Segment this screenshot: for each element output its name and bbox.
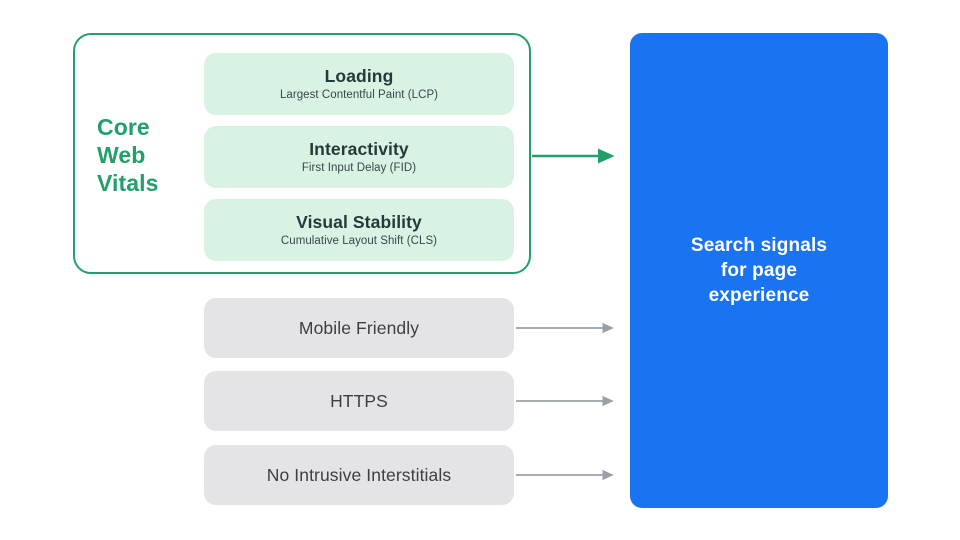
metric-card-interactivity[interactable]: Interactivity First Input Delay (FID) — [204, 126, 514, 188]
core-web-vitals-group-label: Core Web Vitals — [97, 113, 185, 197]
core-web-vitals-label-line-1: Core — [97, 114, 150, 140]
metric-subtitle: First Input Delay (FID) — [301, 161, 417, 174]
signal-card-mobile-friendly[interactable]: Mobile Friendly — [204, 298, 514, 358]
signal-card-no-intrusive-interstitials[interactable]: No Intrusive Interstitials — [204, 445, 514, 505]
metric-subtitle: Largest Contentful Paint (LCP) — [279, 88, 439, 101]
signal-card-https[interactable]: HTTPS — [204, 371, 514, 431]
signal-label: Mobile Friendly — [298, 317, 420, 338]
output-panel-text: Search signals for page experience — [690, 235, 828, 306]
signal-label: No Intrusive Interstitials — [266, 464, 452, 485]
metric-subtitle: Cumulative Layout Shift (CLS) — [280, 234, 438, 247]
metric-title: Visual Stability — [296, 211, 422, 232]
metric-card-visual-stability[interactable]: Visual Stability Cumulative Layout Shift… — [204, 199, 514, 261]
signal-label: HTTPS — [330, 390, 388, 411]
metric-card-loading[interactable]: Loading Largest Contentful Paint (LCP) — [204, 53, 514, 115]
metric-title: Loading — [324, 65, 394, 86]
core-web-vitals-label-line-2: Web — [97, 142, 146, 168]
metric-title: Interactivity — [309, 138, 409, 159]
core-web-vitals-label-line-3: Vitals — [97, 170, 159, 196]
output-panel: Search signals for page experience — [630, 33, 888, 508]
